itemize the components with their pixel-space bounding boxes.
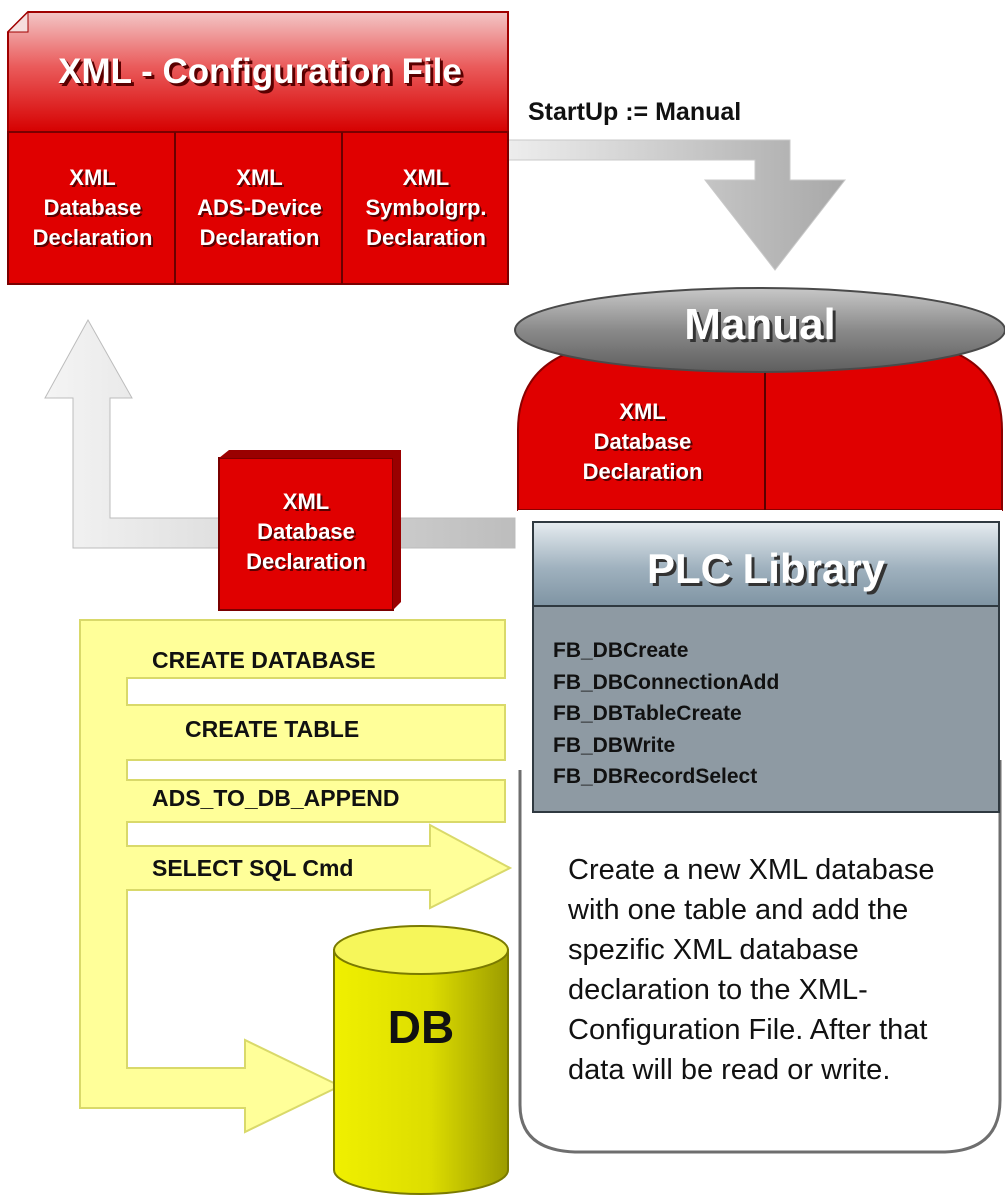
cell-line: Database [43,195,142,220]
command-flow-arrow [79,619,513,1134]
database-label: DB [387,1001,455,1053]
cell-line: Declaration [582,459,703,484]
plc-function-item: FB_DBConnectionAdd [553,670,780,694]
plc-library-title: PLC Library [646,545,886,592]
plc-function-item: FB_DBCreate [553,639,689,662]
cell-line: Declaration [199,225,320,250]
config-file-box [6,10,509,285]
cell-line: XML [402,165,450,190]
plc-function-item: FB_DBTableCreate [553,702,742,725]
cell-line: Symbolgrp. [365,195,487,220]
moving-declaration-box [218,450,401,611]
config-cell-ads-device: XML ADS-Device Declaration [177,163,342,253]
startup-flow-arrow [504,139,847,271]
config-cell-database: XML Database Declaration [10,163,175,253]
manual-title: Manual [684,300,836,349]
plc-function-item: FB_DBRecordSelect [553,765,758,788]
cell-line: XML [619,399,666,424]
cell-line: ADS-Device [197,195,322,220]
cell-line: Database [257,519,355,544]
moving-declaration-text: XML Database Declaration [219,487,393,577]
command-select-sql: SELECT SQL Cmd [152,855,354,881]
startup-label: StartUp := Manual [528,98,742,126]
config-file-title: XML - Configuration File [58,52,462,91]
config-cell-symbolgrp: XML Symbolgrp. Declaration [344,163,508,253]
cell-line: Declaration [366,225,486,250]
command-create-table: CREATE TABLE [185,716,360,742]
cell-line: XML [282,489,330,514]
plc-function-list: FB_DBCreate FB_DBConnectionAdd FB_DBTabl… [553,635,779,793]
manual-container [514,287,1005,1154]
manual-declaration-cell: XML Database Declaration [560,397,725,487]
description-text: Create a new XML database with one table… [568,854,935,1086]
plc-library-panel [532,521,1000,813]
command-create-database: CREATE DATABASE [152,647,376,673]
cell-line: Declaration [32,225,153,250]
command-ads-to-db-append: ADS_TO_DB_APPEND [152,785,400,811]
cell-line: XML [69,165,116,190]
plc-function-item: FB_DBWrite [553,733,676,757]
cell-line: Declaration [246,549,366,574]
cell-line: Database [593,429,692,454]
database-cylinder [333,925,509,1195]
cell-line: XML [236,165,283,190]
